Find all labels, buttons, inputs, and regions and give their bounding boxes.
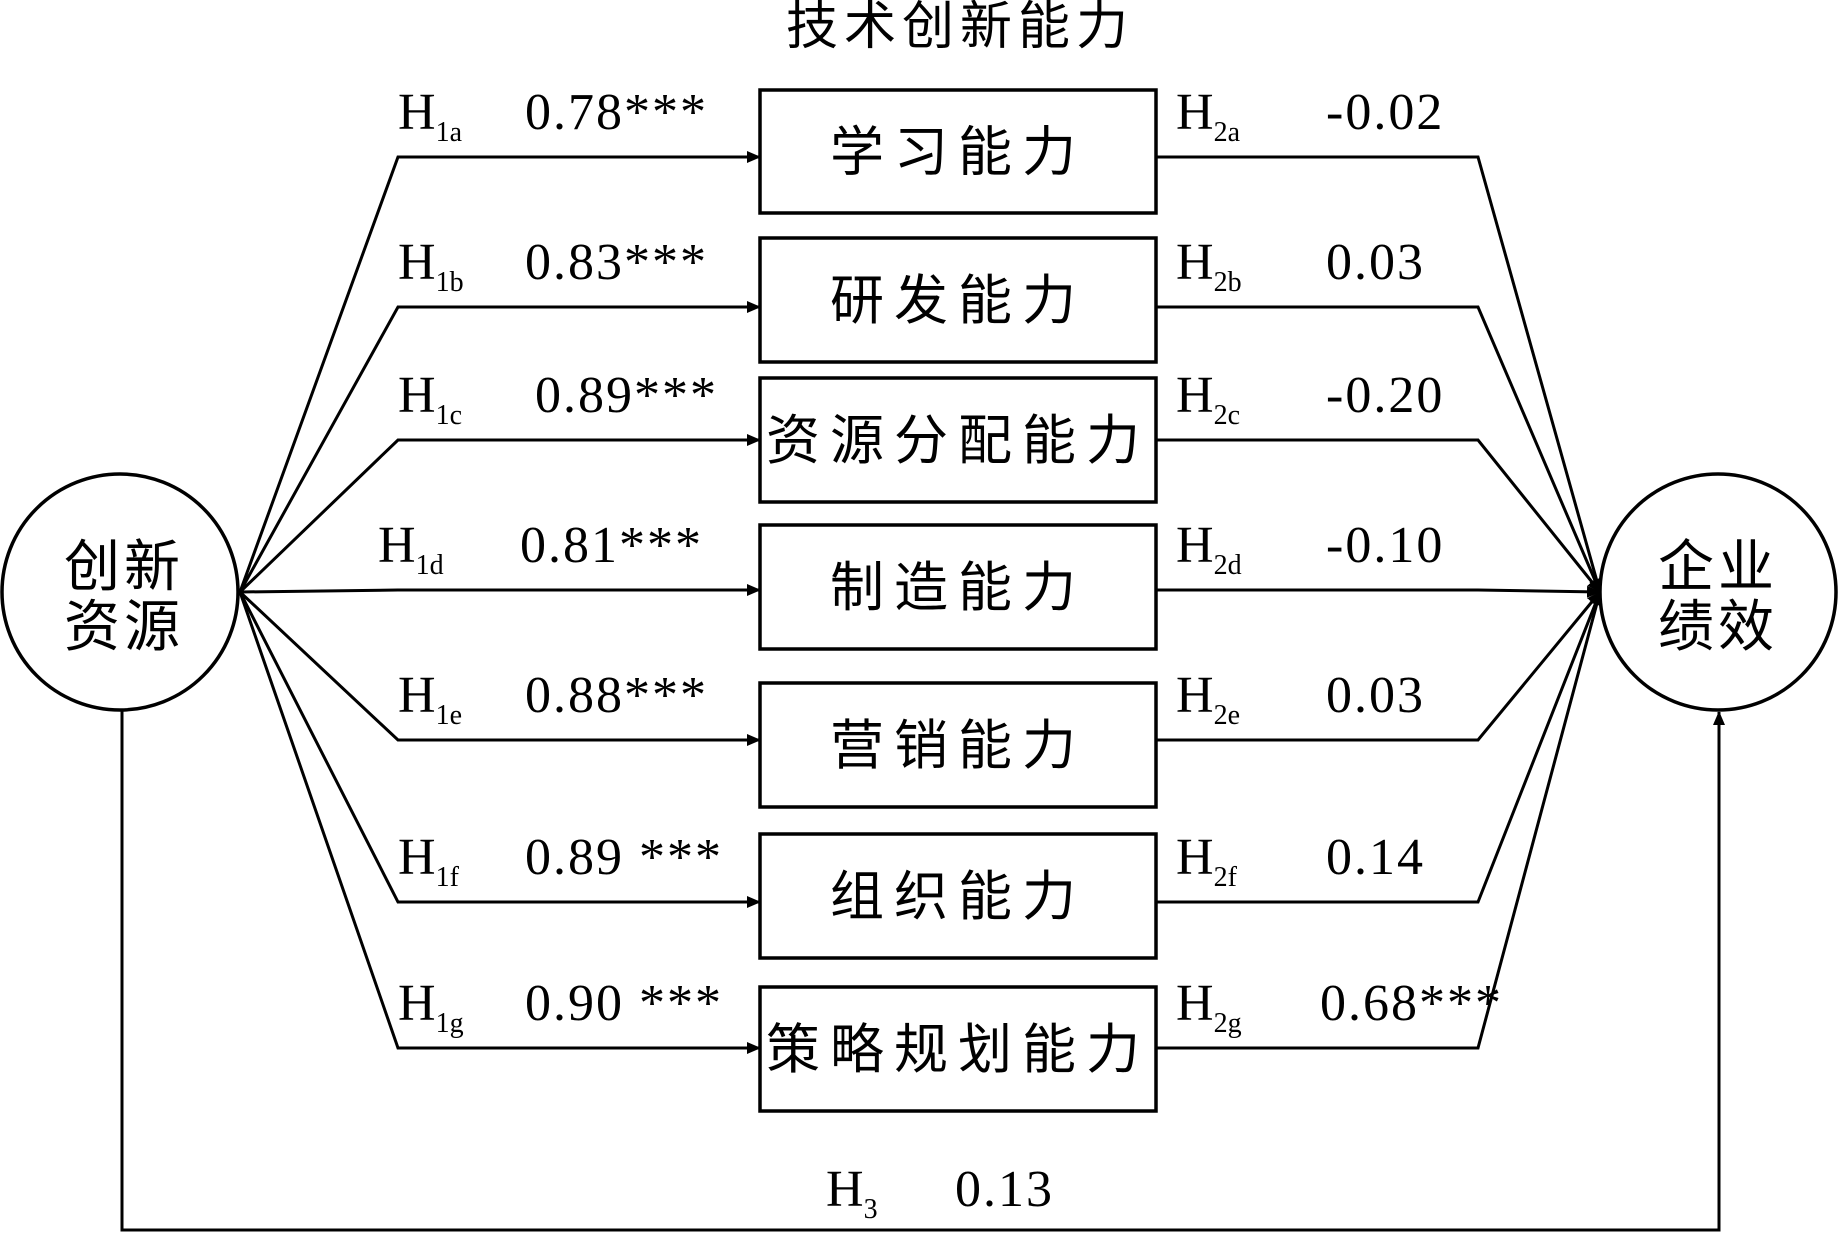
h1-label: H1b	[398, 234, 464, 298]
path-h1-line	[238, 590, 761, 746]
capability-row: 研发能力 H1b 0.83*** H2b 0.03	[238, 234, 1602, 593]
h1-label: H1d	[378, 517, 444, 581]
path-h1-line	[238, 434, 761, 594]
path-h2-line	[1156, 591, 1602, 904]
capability-row: 营销能力 H1e 0.88*** H2e 0.03	[238, 590, 1602, 809]
h2-label: H2a	[1176, 84, 1241, 148]
capability-label: 组织能力	[830, 865, 1086, 928]
capability-box	[758, 376, 1158, 504]
direct-path-h-label: H3	[826, 1161, 878, 1225]
capability-box	[758, 523, 1158, 651]
path-h1-line	[238, 591, 761, 908]
direct-path-line	[120, 710, 1725, 1232]
h1-coefficient: 0.89 ***	[525, 829, 723, 886]
h1-label: H1a	[398, 84, 463, 148]
h1-coefficient: 0.78***	[525, 84, 708, 141]
h2-label: H2f	[1176, 829, 1238, 893]
h2-coefficient: 0.03	[1326, 667, 1425, 724]
h1-coefficient: 0.81***	[520, 517, 703, 574]
h1-label: H1c	[398, 367, 462, 431]
h2-label: H2b	[1176, 234, 1242, 298]
h2-label: H2d	[1176, 517, 1242, 581]
path-h2-line	[1156, 585, 1601, 598]
diagram-title: 技术创新能力	[786, 0, 1134, 57]
capability-label: 营销能力	[830, 714, 1086, 777]
h1-coefficient: 0.83***	[525, 234, 708, 291]
h1-label: H1g	[398, 975, 464, 1039]
h2-coefficient: -0.10	[1326, 517, 1444, 574]
capability-row: 资源分配能力 H1c 0.89*** H2c -0.20	[238, 367, 1602, 594]
source-node: 创新 资源	[0, 472, 240, 712]
h1-label: H1e	[398, 667, 462, 731]
path-h2-line	[1156, 591, 1603, 1050]
path-h1-line	[239, 584, 761, 596]
capability-box	[758, 832, 1158, 960]
h2-coefficient: -0.20	[1326, 367, 1444, 424]
capability-row: 策略规划能力 H1g 0.90 *** H2g 0.68***	[238, 591, 1603, 1113]
direct-path-coefficient: 0.13	[955, 1161, 1054, 1218]
h1-coefficient: 0.89***	[535, 367, 718, 424]
capability-box	[758, 681, 1158, 809]
target-node: 企业 绩效	[1598, 472, 1838, 712]
direct-path: H3 0.13	[120, 710, 1725, 1232]
h2-label: H2g	[1176, 975, 1242, 1039]
path-h2-line	[1156, 438, 1602, 593]
source-node-line2: 资源	[64, 595, 184, 660]
capability-label: 研发能力	[830, 269, 1086, 332]
capability-paths: 学习能力 H1a 0.78*** H2a -0.02 研发能力 H1b 0.83*** H2b 0…	[238, 84, 1603, 1113]
capability-label: 资源分配能力	[766, 409, 1150, 472]
path-h2-line	[1156, 305, 1602, 593]
path-h1-line	[238, 301, 761, 593]
path-h2-line	[1156, 591, 1602, 742]
capability-row: 学习能力 H1a 0.78*** H2a -0.02	[238, 84, 1603, 593]
capability-box	[758, 88, 1158, 215]
source-node-line1: 创新	[64, 535, 184, 600]
capability-row: 制造能力 H1d 0.81*** H2d -0.10	[239, 517, 1601, 651]
capability-box	[758, 985, 1158, 1113]
h2-label: H2e	[1176, 667, 1240, 731]
capability-label: 学习能力	[830, 121, 1086, 184]
capability-label: 制造能力	[830, 556, 1086, 619]
target-node-line2: 绩效	[1658, 595, 1778, 660]
path-h1-line	[238, 591, 761, 1054]
h2-coefficient: 0.14	[1326, 829, 1425, 886]
h1-coefficient: 0.90 ***	[525, 975, 723, 1032]
h1-label: H1f	[398, 829, 460, 893]
path-h1-line	[238, 151, 761, 593]
h2-coefficient: 0.68***	[1320, 975, 1503, 1032]
h2-coefficient: 0.03	[1326, 234, 1425, 291]
h1-coefficient: 0.88***	[525, 667, 708, 724]
target-node-line1: 企业	[1658, 535, 1778, 600]
h2-label: H2c	[1176, 367, 1240, 431]
capability-box	[758, 236, 1158, 364]
path-h2-line	[1156, 155, 1603, 593]
capability-row: 组织能力 H1f 0.89 *** H2f 0.14	[238, 591, 1602, 960]
capability-label: 策略规划能力	[766, 1018, 1150, 1081]
h2-coefficient: -0.02	[1326, 84, 1444, 141]
